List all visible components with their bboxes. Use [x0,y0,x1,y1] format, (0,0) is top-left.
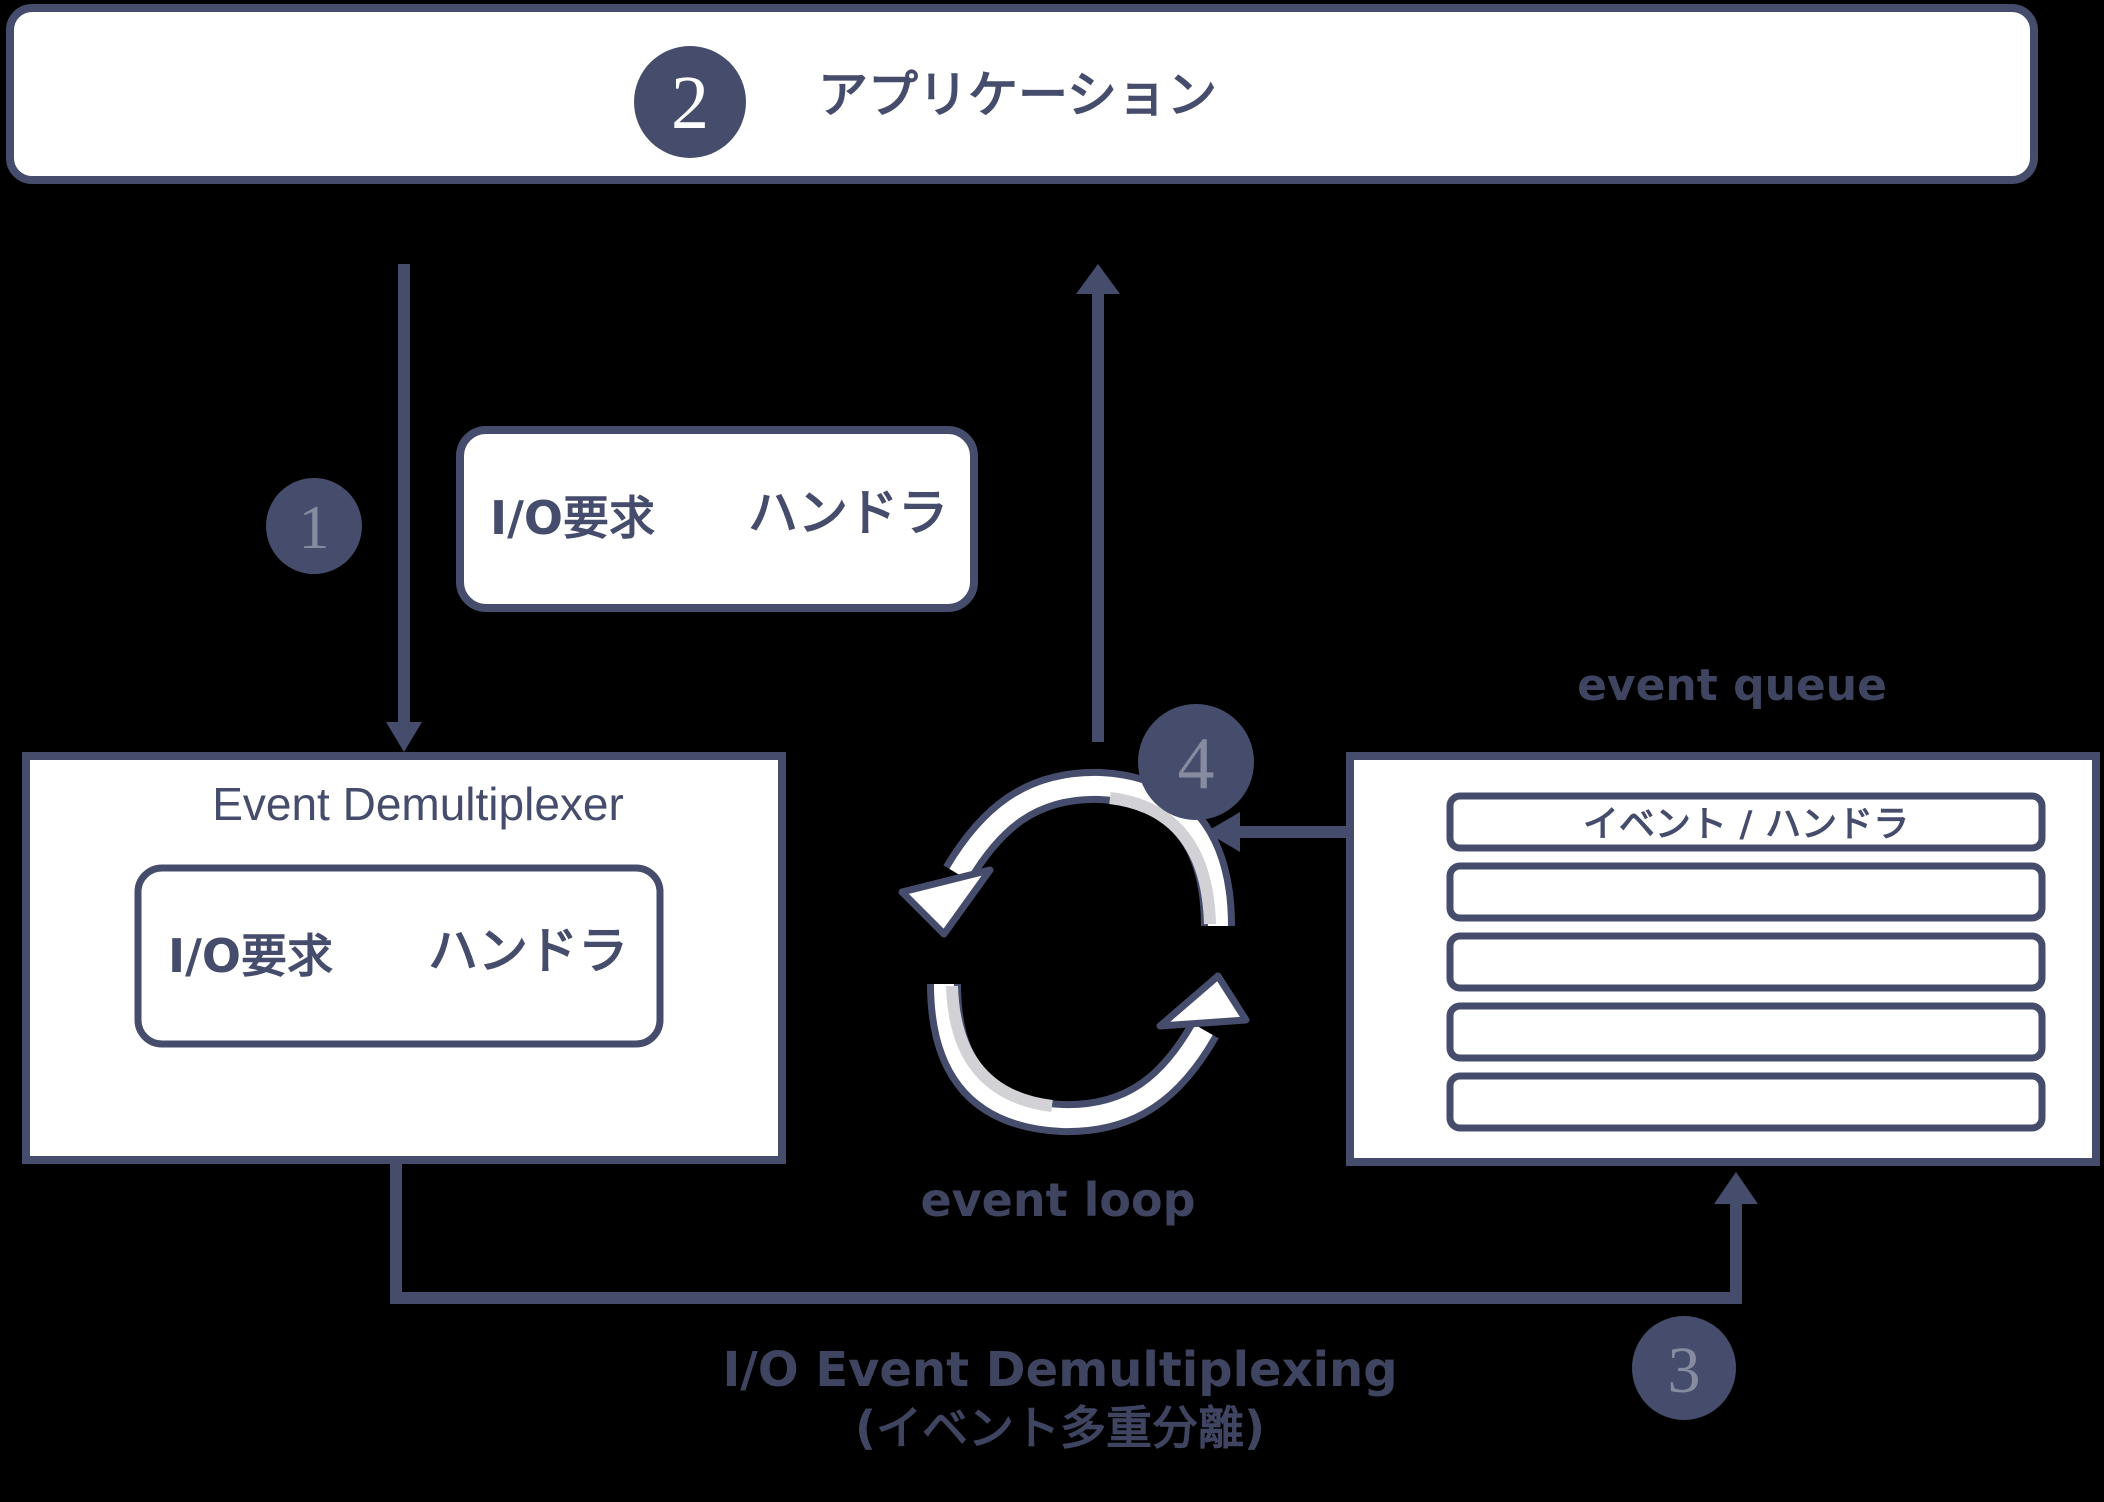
queue-slot [1446,1072,2046,1132]
event-loop-label: event loop [920,1173,1195,1227]
io-request-label: I/O要求 [490,491,655,545]
application-label: アプリケーション [818,66,1217,124]
event-loop-cycle: event loop [898,768,1250,1227]
queue-slot [1446,1002,2046,1062]
step-4-number: 4 [1178,723,1215,805]
demultiplexing-caption: I/O Event Demultiplexing (イベント多重分離) [722,1342,1397,1455]
demultiplexer-inner-card [134,864,664,1048]
step-3-badge: 3 [1632,1316,1736,1420]
step-1-number: 1 [299,494,330,562]
step-4-badge: 4 [1138,704,1254,820]
step-2-badge [634,46,746,158]
io-request-card: I/O要求 ハンドラ [456,426,978,612]
request-arrow [386,264,422,752]
io-handler-label: ハンドラ [748,484,948,542]
queue-slot-label: イベント / ハンドラ [1583,804,1909,845]
queue-slot [1446,862,2046,922]
queue-slot [1446,932,2046,992]
step-3-number: 3 [1668,1334,1701,1407]
callback-arrow [1076,264,1120,742]
event-demultiplexer: Event Demultiplexer I/O要求 ハンドラ [22,752,786,1164]
event-queue-title: event queue [1577,660,1887,711]
demultiplexing-arrow [390,1164,1758,1304]
queue-slot [1446,792,2046,852]
demultiplexing-line-2: (イベント多重分離) [855,1401,1265,1455]
demultiplexer-request-label: I/O要求 [168,929,333,983]
step-2-number: 2 [671,61,709,145]
application-bar: 2 アプリケーション [6,4,2038,184]
demultiplexing-line-1: I/O Event Demultiplexing [722,1342,1397,1398]
event-queue: event queue イベント / ハンドラ [1346,660,2100,1166]
demultiplexer-handler-label: ハンドラ [428,922,628,980]
step-1-badge: 1 [266,478,362,574]
demultiplexer-title: Event Demultiplexer [212,778,624,830]
queue-slots: イベント / ハンドラ [1446,792,2046,1132]
